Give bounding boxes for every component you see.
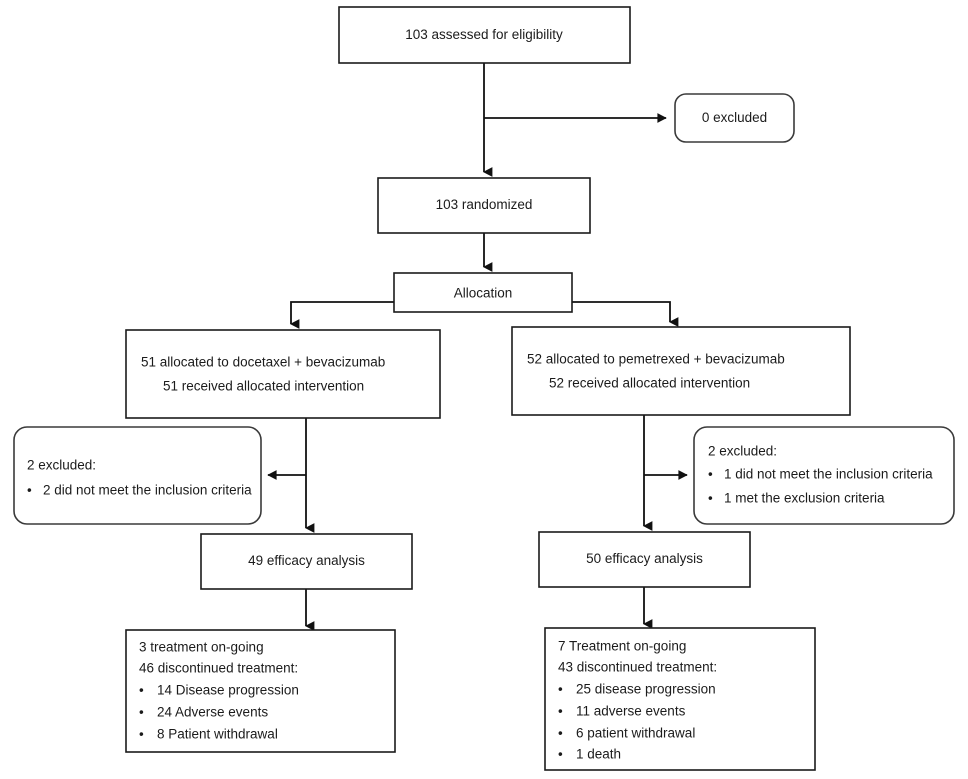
outcome-left-bullet-2-glyph: • — [139, 727, 144, 742]
outcome-left-bullet-0: 14 Disease progression — [157, 683, 299, 698]
outcome-right-bullet-0-glyph: • — [558, 682, 563, 697]
node-allocated-right-arm: 52 allocated to pemetrexed + bevacizumab… — [511, 326, 851, 416]
outcome-left-bullet-0-glyph: • — [139, 683, 144, 698]
allocation-box — [393, 272, 573, 313]
outcome-right-line1: 7 Treatment on-going — [558, 639, 686, 654]
node-allocation-band: Allocation — [393, 272, 573, 313]
alloc-right-box — [511, 326, 851, 416]
excluded-right-bullet-0-glyph: • — [708, 467, 713, 482]
outcome-right-bullet-1: 11 adverse events — [576, 704, 686, 719]
outcome-left-box — [125, 629, 396, 753]
efficacy-left-box — [200, 533, 413, 590]
excluded-right-bullet-0: 1 did not meet the inclusion criteria — [724, 467, 933, 482]
node-outcome-right: 7 Treatment on-going 43 discontinued tre… — [544, 627, 816, 771]
excluded-right-heading: 2 excluded: — [708, 444, 777, 459]
outcome-left-line2: 46 discontinued treatment: — [139, 661, 298, 676]
excluded-top-box — [674, 93, 795, 143]
node-excluded-top: 0 excluded — [674, 93, 795, 143]
node-excluded-right: 2 excluded: • 1 did not meet the inclusi… — [693, 426, 955, 525]
node-allocated-left-arm: 51 allocated to docetaxel + bevacizumab … — [125, 329, 441, 419]
alloc-left-line2: 51 received allocated intervention — [163, 379, 364, 394]
node-efficacy-left: 49 efficacy analysis — [200, 533, 413, 590]
outcome-right-bullet-3: 1 death — [576, 747, 621, 762]
excluded-right-bullet-1: 1 met the exclusion criteria — [724, 491, 885, 506]
node-outcome-left: 3 treatment on-going 46 discontinued tre… — [125, 629, 396, 753]
efficacy-left-label: 49 efficacy analysis — [248, 553, 365, 568]
outcome-right-bullet-2: 6 patient withdrawal — [576, 726, 695, 741]
node-efficacy-right: 50 efficacy analysis — [538, 531, 751, 588]
outcome-right-bullet-0: 25 disease progression — [576, 682, 716, 697]
outcome-right-bullet-1-glyph: • — [558, 704, 563, 719]
excluded-top-label: 0 excluded — [702, 110, 767, 125]
excluded-left-bullet-0-glyph: • — [27, 483, 32, 498]
alloc-left-box — [125, 329, 441, 419]
allocation-label: Allocation — [454, 286, 513, 301]
outcome-left-bullet-2: 8 Patient withdrawal — [157, 727, 278, 742]
outcome-right-box — [544, 627, 816, 771]
alloc-right-line2: 52 received allocated intervention — [549, 376, 750, 391]
efficacy-right-label: 50 efficacy analysis — [586, 551, 703, 566]
efficacy-right-box — [538, 531, 751, 588]
randomized-label: 103 randomized — [436, 197, 533, 212]
outcome-left-line1: 3 treatment on-going — [139, 640, 264, 655]
excluded-left-bullet-0: 2 did not meet the inclusion criteria — [43, 483, 252, 498]
assessed-box — [338, 6, 631, 64]
alloc-left-line1: 51 allocated to docetaxel + bevacizumab — [141, 355, 385, 370]
outcome-right-bullet-2-glyph: • — [558, 726, 563, 741]
outcome-left-bullet-1: 24 Adverse events — [157, 705, 268, 720]
excluded-right-bullet-1-glyph: • — [708, 491, 713, 506]
assessed-label: 103 assessed for eligibility — [405, 27, 563, 42]
outcome-right-bullet-3-glyph: • — [558, 747, 563, 762]
outcome-right-line2: 43 discontinued treatment: — [558, 660, 717, 675]
excluded-right-box — [693, 426, 955, 525]
node-assessed-for-eligibility: 103 assessed for eligibility — [338, 6, 631, 64]
node-randomized: 103 randomized — [377, 177, 591, 234]
excluded-left-box — [13, 426, 262, 525]
outcome-left-bullet-1-glyph: • — [139, 705, 144, 720]
node-excluded-left: 2 excluded: • 2 did not meet the inclusi… — [13, 426, 262, 525]
randomized-box — [377, 177, 591, 234]
alloc-right-line1: 52 allocated to pemetrexed + bevacizumab — [527, 352, 785, 367]
excluded-left-heading: 2 excluded: — [27, 458, 96, 473]
